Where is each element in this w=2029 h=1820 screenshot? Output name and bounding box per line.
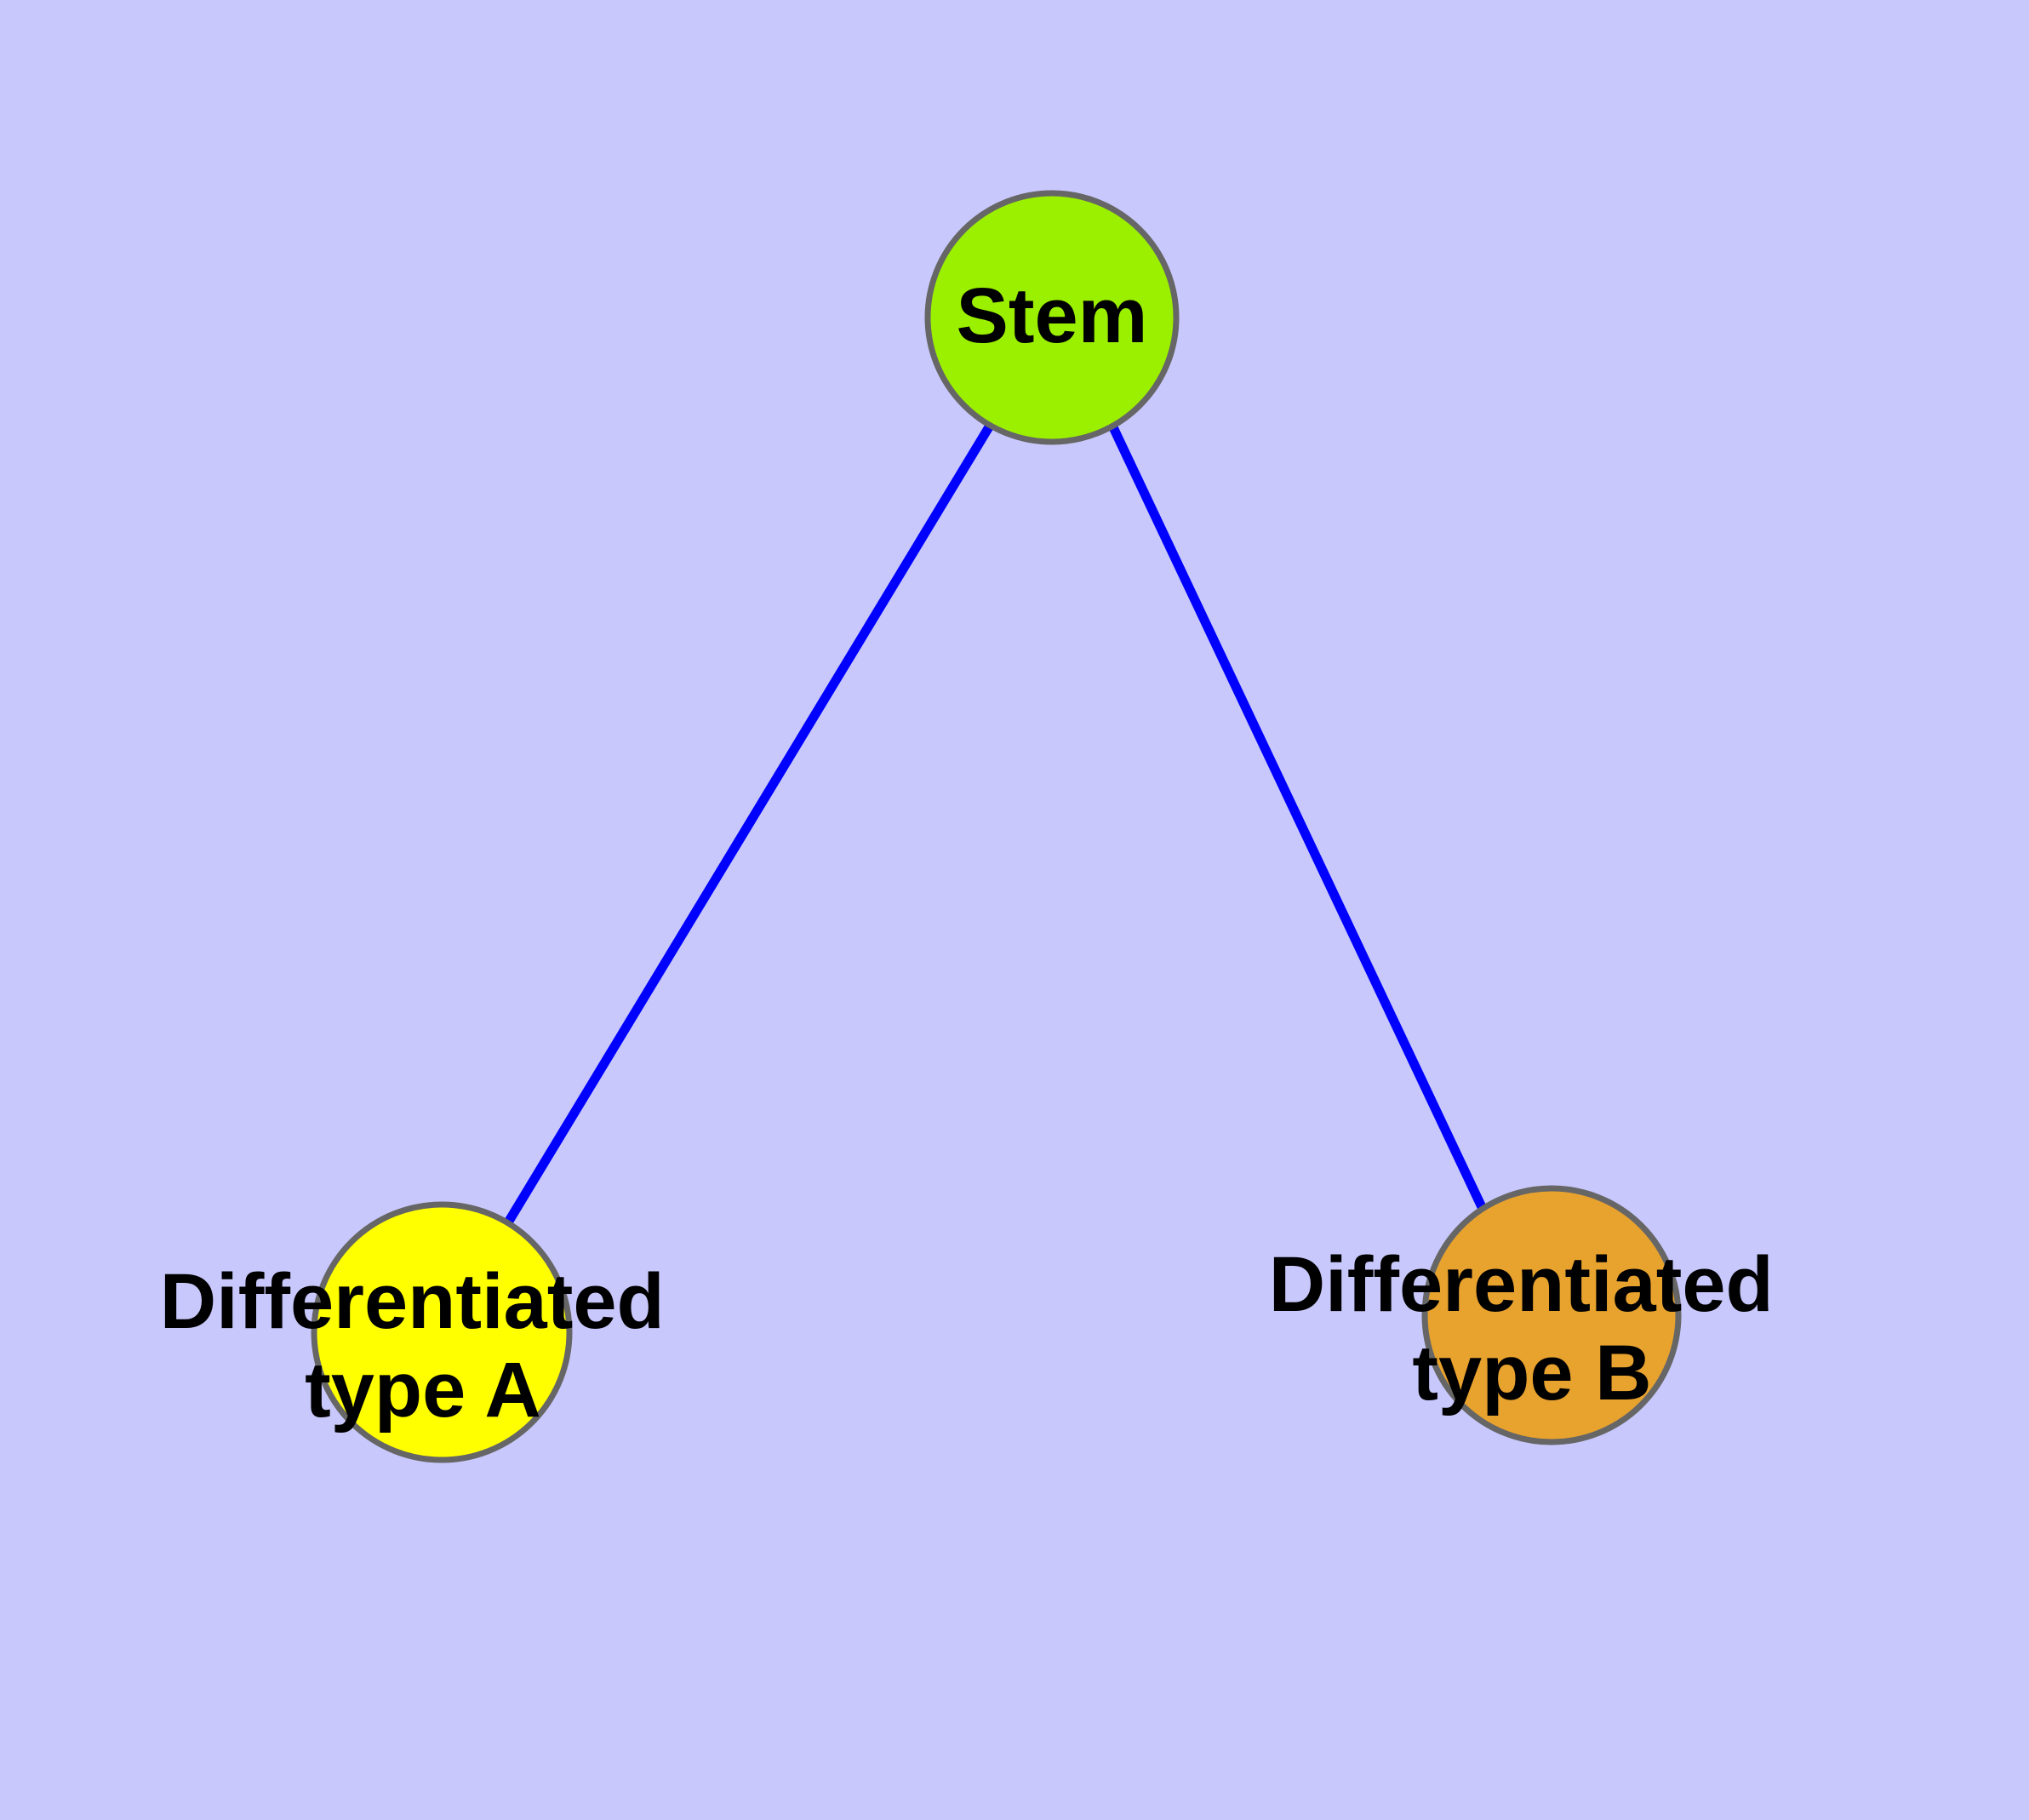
node-differentiated-type-b[interactable]: [1421, 1185, 1682, 1445]
node-differentiated-type-b-label-line-2: type B: [1412, 1330, 1651, 1417]
node-differentiated-type-a-label-line-1: Differentiated: [160, 1258, 665, 1345]
node-stem-label-line-1: Stem: [957, 272, 1148, 359]
edge-stem-to-differentiated-type-b[interactable]: [1109, 425, 1487, 1211]
node-stem[interactable]: Stem: [924, 190, 1180, 445]
node-differentiated-type-a-label-line-2: type A: [305, 1347, 541, 1434]
edge-stem-to-differentiated-type-a[interactable]: [504, 423, 994, 1225]
node-layer: Stem Differentiated type A Differentiate…: [160, 190, 1796, 1463]
node-differentiated-type-b-circle[interactable]: [1421, 1185, 1682, 1445]
edge-layer: [504, 423, 1487, 1225]
node-differentiated-type-a-label: Differentiated type A: [160, 1258, 687, 1434]
node-stem-circle[interactable]: [924, 190, 1180, 445]
node-differentiated-type-b-label: Differentiated type B: [1269, 1241, 1796, 1417]
node-stem-label: Stem: [957, 272, 1148, 359]
node-differentiated-type-a[interactable]: [311, 1201, 573, 1463]
node-differentiated-type-a-circle[interactable]: [311, 1201, 573, 1463]
node-differentiated-type-b-label-line-1: Differentiated: [1269, 1241, 1774, 1328]
